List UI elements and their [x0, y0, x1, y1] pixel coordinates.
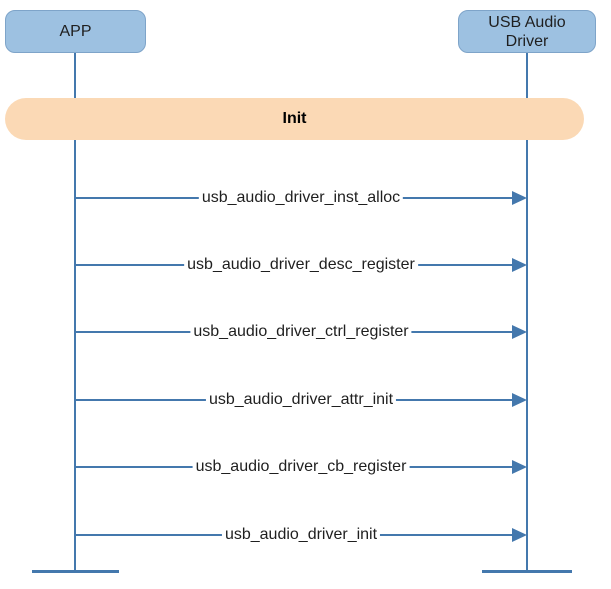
- arrowhead-right-icon: [512, 460, 527, 474]
- message-label: usb_audio_driver_attr_init: [205, 391, 397, 409]
- message-label: usb_audio_driver_inst_alloc: [198, 189, 404, 207]
- message-label: usb_audio_driver_ctrl_register: [190, 323, 412, 341]
- arrowhead-right-icon: [512, 393, 527, 407]
- actor-app: APP: [5, 10, 146, 53]
- arrowhead-right-icon: [512, 325, 527, 339]
- arrowhead-right-icon: [512, 528, 527, 542]
- arrowhead-right-icon: [512, 191, 527, 205]
- lifeline-end-usb-audio-driver: [482, 570, 572, 573]
- message-label: usb_audio_driver_cb_register: [192, 458, 410, 476]
- actor-app-label: APP: [59, 23, 92, 40]
- actor-usb-audio-driver: USB Audio Driver: [458, 10, 596, 53]
- arrowhead-right-icon: [512, 258, 527, 272]
- init-fragment-label: Init: [282, 110, 307, 127]
- lifeline-app: [74, 52, 76, 572]
- actor-usb-audio-driver-label: USB Audio Driver: [488, 13, 566, 50]
- init-fragment: Init: [5, 98, 584, 140]
- lifeline-usb-audio-driver: [526, 52, 528, 572]
- message-label: usb_audio_driver_init: [221, 526, 381, 544]
- message-label: usb_audio_driver_desc_register: [184, 256, 418, 274]
- lifeline-end-app: [32, 570, 119, 573]
